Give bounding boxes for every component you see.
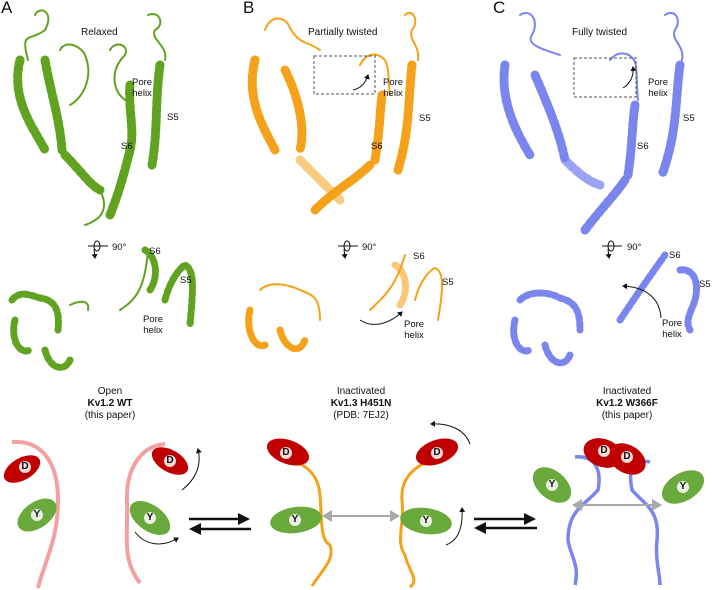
panel-c-s5-label: S5 xyxy=(683,113,695,124)
rotation-icon-c xyxy=(602,240,622,259)
panel-a-title: Relaxed xyxy=(81,27,118,38)
residue-y-open-right: Y xyxy=(144,512,156,524)
panel-a-side-view xyxy=(13,9,167,226)
residue-y-partial-right: Y xyxy=(420,515,432,527)
panel-b-rotation-label: 90° xyxy=(362,242,377,253)
residue-y-full-left: Y xyxy=(546,479,558,491)
residue-d-partial-right: D xyxy=(431,447,443,459)
panel-letter-b: B xyxy=(243,0,255,17)
panel-c-rotation-label: 90° xyxy=(627,242,642,253)
panel-b-top-s5-label: S5 xyxy=(442,277,454,288)
rotation-icon-a xyxy=(88,240,108,259)
panel-b-twist-arrow xyxy=(352,74,370,91)
panel-a-top-s5-label: S5 xyxy=(180,275,192,286)
residue-d-open-left: D xyxy=(19,461,31,473)
panel-b-title: Partially twisted xyxy=(308,27,378,38)
panel-b-s5-label: S5 xyxy=(419,113,431,124)
schematic-open-right xyxy=(124,442,202,585)
panel-c-top-s6-label: S6 xyxy=(669,250,681,261)
state-caption-open: Open Kv1.2 WT (this paper) xyxy=(84,386,136,421)
residue-d-full-right: D xyxy=(621,451,633,463)
schematic-partial-left xyxy=(266,438,333,587)
residue-y-full-right: Y xyxy=(677,481,689,493)
panel-a-s5-label: S5 xyxy=(167,112,179,123)
residue-d-full-left: D xyxy=(598,445,610,457)
residue-d-open-right: D xyxy=(164,455,176,467)
panel-b-top-twist-arrow xyxy=(359,311,403,325)
residue-d-partial-left: D xyxy=(280,447,292,459)
panel-b-top-s6-label: S6 xyxy=(413,251,425,262)
panel-a-top-s6-label: S6 xyxy=(149,246,161,257)
panel-a-rotation-label: 90° xyxy=(112,242,127,253)
equilibrium-arrow-1 xyxy=(189,513,251,535)
panel-b-side-view xyxy=(247,11,420,215)
residue-y-open-left: Y xyxy=(31,509,43,521)
panel-b-top-view xyxy=(245,254,444,353)
panel-c-top-view xyxy=(510,251,700,367)
panel-c-title: Fully twisted xyxy=(572,27,628,38)
state-caption-full: Inactivated Kv1.2 W366F (this paper) xyxy=(596,386,658,421)
panel-letter-c: C xyxy=(493,0,506,17)
panel-c-twist-arrow xyxy=(622,66,637,89)
panel-c-side-view xyxy=(499,11,685,235)
rotation-icon-b xyxy=(338,240,358,259)
panel-letter-a: A xyxy=(1,0,13,17)
equilibrium-arrow-2 xyxy=(474,513,537,534)
schematic-full xyxy=(532,438,705,586)
panel-c-s6-label: S6 xyxy=(637,141,649,152)
panel-b-selectivity-box xyxy=(313,55,376,95)
residue-y-partial-left: Y xyxy=(289,514,301,526)
panel-b-s6-label: S6 xyxy=(371,141,383,152)
panel-c-top-twist-arrow xyxy=(622,283,662,319)
state-caption-partial: Inactivated Kv1.3 H451N (PDB: 7EJ2) xyxy=(330,386,392,421)
panel-c-top-s5-label: S5 xyxy=(699,279,711,290)
panel-a-s6-label: S6 xyxy=(121,141,133,152)
panel-c-selectivity-box xyxy=(573,57,637,98)
panel-a-top-view xyxy=(8,246,196,371)
